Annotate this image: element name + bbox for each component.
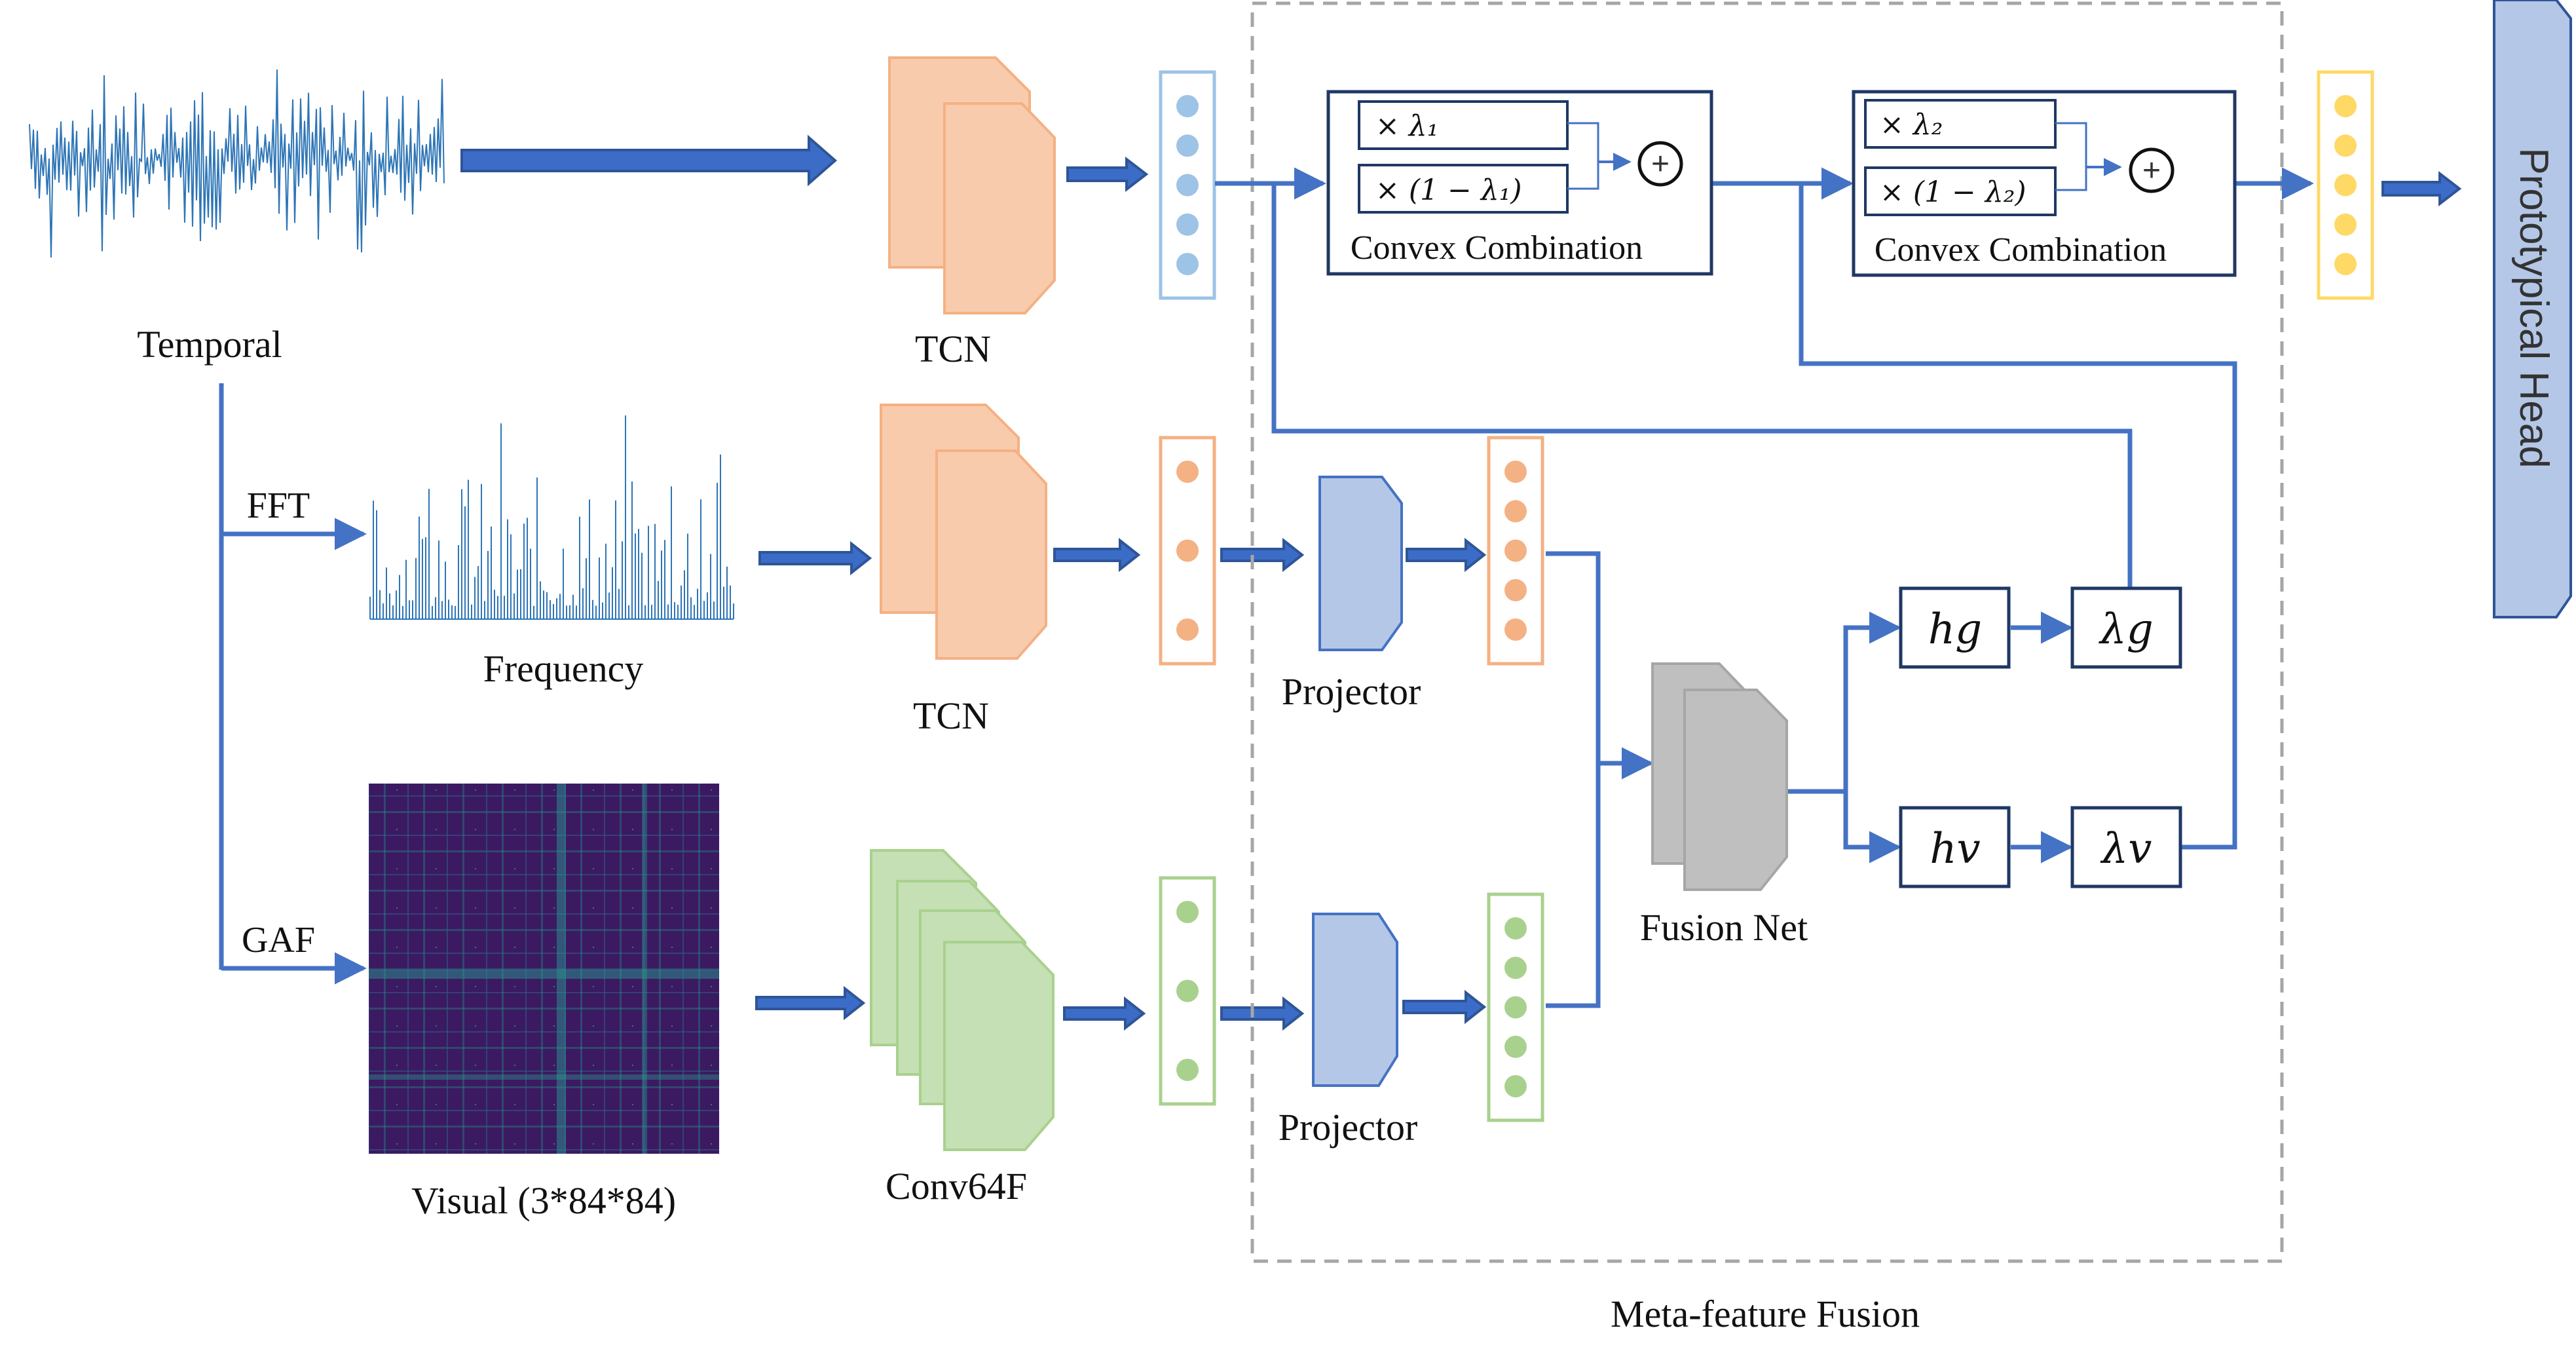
convex2-plus: + bbox=[2142, 153, 2161, 188]
vector-frequency-projected bbox=[1487, 436, 1544, 666]
convex1-title: Convex Combination bbox=[1351, 229, 1643, 267]
convex1-row1: × λ₁ bbox=[1375, 109, 1438, 143]
lambda-v-label: λv bbox=[2100, 825, 2152, 873]
tcn-mid-label: TCN bbox=[913, 694, 989, 737]
feature-dot bbox=[1176, 134, 1199, 157]
feature-dot bbox=[1176, 461, 1199, 483]
arrow-to-prototypical-head bbox=[2381, 170, 2462, 207]
arrow-tcn1-out bbox=[1066, 156, 1149, 193]
feature-dot bbox=[1504, 461, 1527, 483]
feature-dot bbox=[1176, 901, 1199, 923]
feature-dot bbox=[1176, 253, 1199, 275]
feature-dot bbox=[2334, 253, 2357, 275]
plus-icon bbox=[2129, 147, 2175, 193]
convex-combination-2: × λ₂ × (1 − λ₂) + Convex Combination bbox=[1852, 90, 2237, 277]
hv-label: hv bbox=[1930, 825, 1980, 873]
tcn-top-encoder bbox=[888, 56, 1056, 314]
vector-visual-projected bbox=[1487, 892, 1544, 1122]
meta-feature-fusion-label: Meta-feature Fusion bbox=[1611, 1293, 1920, 1335]
gate-lambda-v: λv bbox=[2070, 806, 2182, 888]
vector-visual bbox=[1159, 876, 1216, 1106]
fusion-lines bbox=[1215, 167, 2314, 1008]
feature-dot bbox=[2334, 174, 2357, 197]
feature-dot bbox=[2334, 95, 2357, 117]
arrow-conv-out bbox=[1063, 996, 1146, 1031]
feature-dot bbox=[1176, 174, 1199, 197]
feature-dot bbox=[1504, 957, 1527, 979]
vector-fused bbox=[2317, 70, 2374, 300]
feature-dot bbox=[1504, 1035, 1527, 1058]
feature-dot bbox=[2334, 213, 2357, 236]
convex1-row2: × (1 − λ₁) bbox=[1375, 174, 1522, 207]
feature-dot bbox=[1504, 996, 1527, 1019]
convex2-row2: × (1 − λ₂) bbox=[1880, 176, 2026, 209]
projector-mid bbox=[1318, 476, 1403, 651]
fft-label: FFT bbox=[247, 485, 310, 526]
arrow-projector-bot-out bbox=[1402, 989, 1487, 1025]
projector-mid-label: Projector bbox=[1282, 670, 1421, 713]
arrow-temporal-to-tcn bbox=[460, 134, 838, 187]
feature-dot bbox=[1176, 539, 1199, 562]
prototypical-head-label: Prototypical Head bbox=[2511, 147, 2556, 468]
feature-dot bbox=[1504, 1075, 1527, 1097]
block-arrows bbox=[460, 134, 2462, 1031]
arrow-freq-to-tcn bbox=[758, 541, 872, 576]
convex-combination-1: × λ₁ × (1 − λ₁) + Convex Combination bbox=[1326, 90, 1713, 276]
arrow-tcn2-out bbox=[1053, 537, 1141, 573]
feature-dot bbox=[1176, 95, 1199, 117]
tcn-mid-encoder bbox=[880, 404, 1047, 660]
feature-dot bbox=[1176, 618, 1199, 641]
arrow-to-projector-mid bbox=[1220, 537, 1305, 573]
lambda-g-label: λg bbox=[2098, 605, 2154, 654]
temporal-label: Temporal bbox=[137, 323, 282, 366]
vector-frequency bbox=[1159, 436, 1216, 666]
convex1-plus: + bbox=[1651, 147, 1670, 181]
feature-dot bbox=[1504, 539, 1527, 562]
vector-temporal bbox=[1159, 70, 1216, 300]
feature-dot bbox=[1504, 579, 1527, 601]
gaf-heatmap-icon bbox=[369, 784, 719, 1154]
gate-lambda-g: λg bbox=[2070, 586, 2182, 669]
arrow-gaf-to-conv bbox=[755, 985, 866, 1021]
meta-feature-fusion-region bbox=[1250, 1, 2284, 1263]
frequency-spectrum-icon bbox=[369, 415, 734, 620]
feature-dot bbox=[1504, 500, 1527, 523]
visual-label: Visual (3*84*84) bbox=[411, 1179, 676, 1222]
arrow-projector-mid-out bbox=[1406, 537, 1487, 573]
plus-icon bbox=[1637, 141, 1683, 187]
feature-dot bbox=[1176, 979, 1199, 1002]
arrow-to-projector-bot bbox=[1220, 996, 1305, 1031]
projector-bot bbox=[1312, 913, 1398, 1087]
convex2-row1: × λ₂ bbox=[1880, 108, 1943, 142]
feature-dot bbox=[1176, 213, 1199, 236]
frequency-label: Frequency bbox=[483, 647, 644, 690]
gaf-label: GAF bbox=[242, 920, 315, 960]
convex2-title: Convex Combination bbox=[1875, 231, 2167, 269]
projector-bot-label: Projector bbox=[1279, 1106, 1418, 1148]
conv64f-encoder bbox=[870, 849, 1055, 1151]
feature-vectors bbox=[1159, 70, 2374, 1122]
feature-dot bbox=[2334, 134, 2357, 157]
tcn-top-label: TCN bbox=[915, 328, 991, 370]
fusion-net bbox=[1651, 662, 1788, 891]
feature-dot bbox=[1504, 917, 1527, 939]
hg-label: hg bbox=[1928, 605, 1982, 654]
feature-dot bbox=[1504, 618, 1527, 641]
branch-lines bbox=[219, 383, 367, 985]
conv64f-label: Conv64F bbox=[886, 1165, 1027, 1207]
fusion-net-label: Fusion Net bbox=[1640, 906, 1808, 949]
temporal-waveform-icon bbox=[29, 69, 445, 258]
feature-dot bbox=[1176, 1059, 1199, 1081]
prototypical-head: Prototypical Head bbox=[2493, 0, 2572, 618]
gate-hg: hg bbox=[1899, 586, 2011, 669]
gate-hv: hv bbox=[1899, 806, 2011, 888]
